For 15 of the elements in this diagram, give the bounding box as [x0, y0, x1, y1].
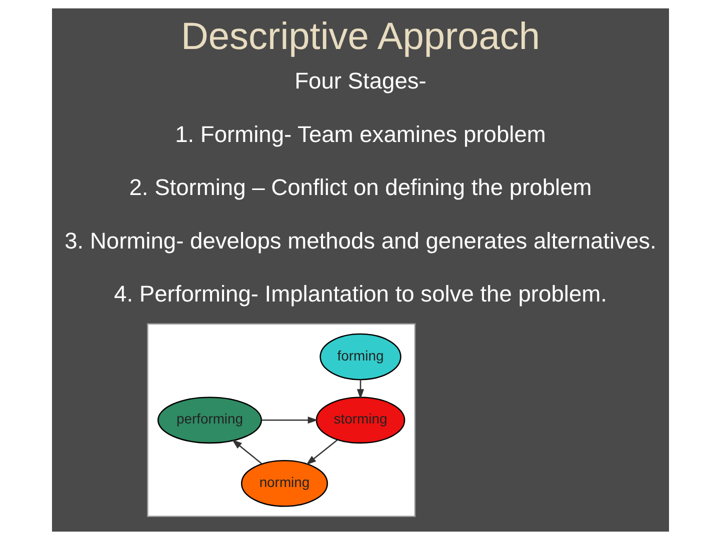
label: 4. Performing- Implantation to solve the problem. — [114, 280, 606, 307]
node-ellipse: forming — [319, 333, 401, 380]
node-ellipse: norming — [240, 460, 328, 507]
label: Four Stages- — [294, 68, 426, 94]
arrow — [306, 439, 338, 465]
diagram-title: Descriptive Approach — [180, 16, 540, 58]
label: 2. Storming – Conflict on defining the problem — [128, 174, 592, 200]
arrow — [356, 380, 364, 400]
arrow — [261, 416, 318, 424]
label: 3. Norming- develops methods and generates alternatives. — [64, 227, 656, 254]
cluster — [146, 323, 416, 518]
arrow — [231, 439, 262, 464]
node-ellipse: storming — [315, 396, 405, 444]
label: 1. Forming- Team examines problem — [174, 120, 546, 147]
node-ellipse: performing — [156, 396, 262, 444]
